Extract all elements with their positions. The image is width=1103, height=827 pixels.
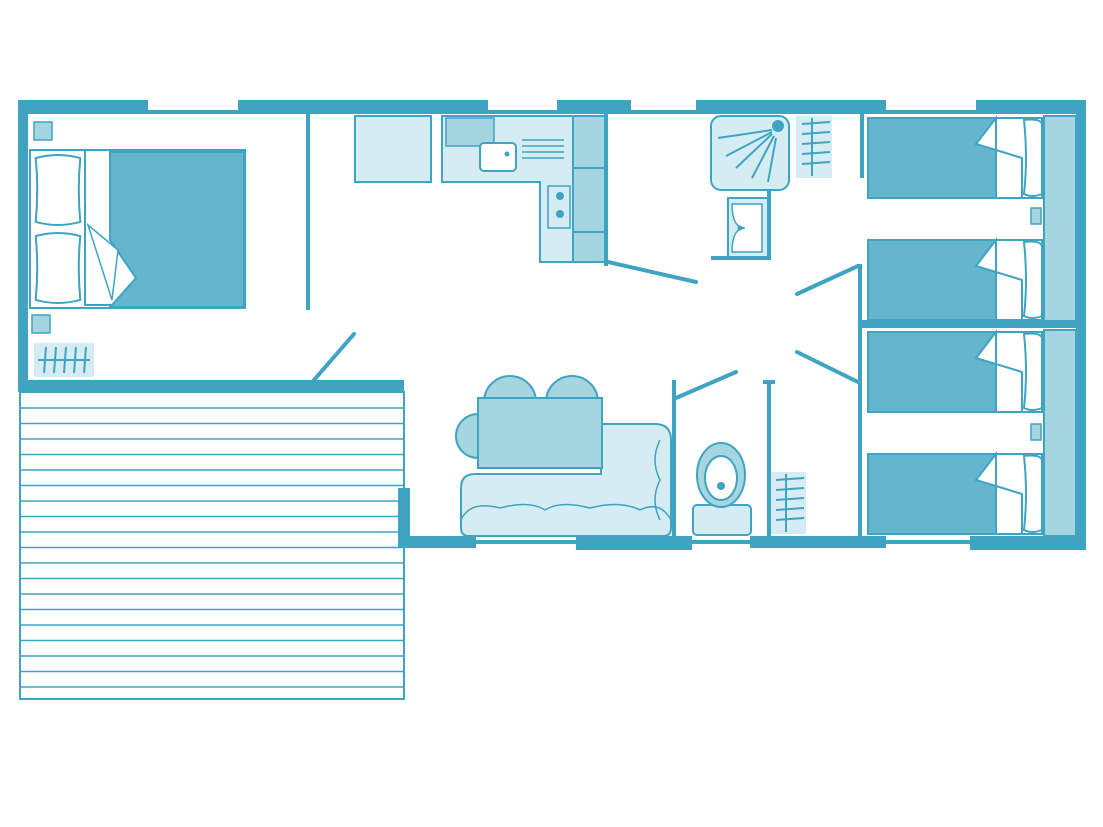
terrace (19, 391, 405, 700)
bench-seat (460, 423, 672, 537)
hob (547, 185, 571, 229)
door-twin-bedroom-2 (795, 350, 860, 384)
fridge (354, 115, 432, 183)
doors (312, 260, 860, 400)
single-bed (867, 115, 1043, 199)
single-beds (867, 115, 1043, 535)
double-bed (29, 149, 246, 309)
wc (692, 442, 806, 536)
toilet (692, 442, 752, 536)
door-kitchen (606, 260, 698, 284)
radiator (796, 116, 832, 178)
shower-room (710, 115, 832, 259)
door-wc (674, 370, 738, 400)
door-twin-bedroom-1 (795, 264, 860, 296)
decking-boards (20, 407, 404, 688)
single-bed (867, 237, 1043, 321)
drainer (445, 117, 495, 147)
drainer-grooves (522, 139, 564, 159)
kitchen (354, 115, 606, 263)
door-master-bedroom (312, 332, 356, 382)
radiator (34, 343, 94, 377)
master-bedroom (29, 121, 246, 377)
bedside-table-top (33, 121, 53, 141)
washbasin (727, 197, 769, 259)
single-bed (867, 329, 1043, 413)
sink-tap (504, 151, 510, 157)
pillow (34, 231, 82, 304)
oven-column (572, 115, 606, 263)
dining-table (477, 397, 603, 469)
radiator (770, 472, 806, 534)
single-bed (867, 451, 1043, 535)
bedside-table-bottom (31, 314, 51, 334)
pillow (34, 153, 82, 226)
terrace-decking (19, 391, 405, 700)
sink (479, 142, 517, 172)
living-room (455, 375, 672, 537)
shower (710, 115, 790, 191)
walls (18, 100, 1086, 550)
